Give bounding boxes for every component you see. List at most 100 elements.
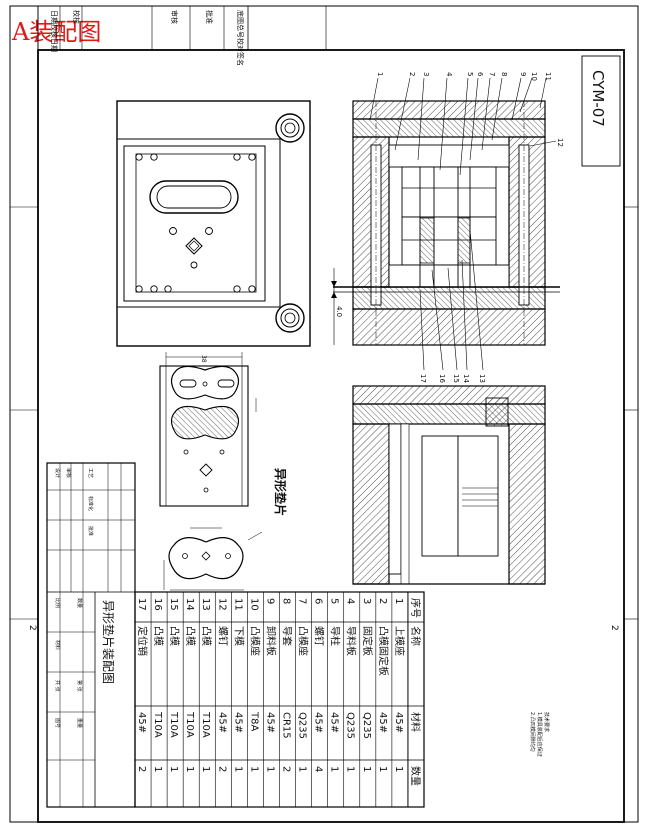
title-cell: 共 张 [54,680,61,692]
bom-cell-name: 凸模 [168,626,180,646]
bom-cell-name: 螺钉 [216,626,228,646]
bom-cell-qty: 1 [264,766,275,772]
bom-cell-no: 14 [184,598,195,611]
leader-number: 3 [422,72,430,76]
strip-width-dim: 38 [200,355,207,363]
leader-number: 16 [438,374,446,383]
bom-cell-qty: 4 [313,766,324,772]
bom-cell-no: 1 [393,598,404,604]
stamp-cell: 批准 [205,10,214,24]
leader-number: 6 [476,72,484,77]
bom-cell-no: 6 [313,598,324,604]
bom-cell-qty: 1 [248,766,259,772]
bom-cell-no: 5 [329,598,340,604]
bom-header-no: 序号 [409,598,422,618]
leader-number: 14 [462,374,470,383]
bom-cell-name: 上模座 [393,626,406,656]
bom-cell-name: 固定板 [361,626,374,656]
bom-cell-no: 8 [281,598,292,604]
bom-cell-material: Q235 [345,712,356,739]
zone-mark-right: 2 [609,625,619,631]
bom-cell-material: T10A [152,711,163,738]
bom-cell-material: 45# [329,712,340,733]
bom-cell-no: 16 [152,598,163,611]
note-line: 2.凸凹模间隙均匀 [529,712,536,752]
bom-cell-name: 凸模固定板 [377,626,390,676]
bom-cell-material: 45# [313,712,324,733]
bom-cell-material: CR15 [281,712,292,739]
bom-cell-material: 45# [393,712,404,733]
bom-cell-no: 12 [216,598,227,611]
stamp-cell: 底图总号校对签名 [236,10,245,66]
title-cell: 比例 [54,598,61,608]
bom-cell-name: 凸模座 [297,626,310,656]
leader-number: 8 [500,72,508,76]
bom-cell-material: T10A [168,711,179,738]
bom-cell-no: 2 [377,598,388,604]
leader-numbers: 1 2 3 4 5 6 7 8 9 10 11 12 17 16 15 14 1… [335,72,564,383]
leader-number: 10 [530,72,538,81]
bom-cell-qty: 2 [281,766,292,772]
bom-cell-qty: 2 [136,766,147,772]
strip-layout [159,352,257,507]
leader-number: 12 [556,138,564,147]
die-height-dim: 4.0 [335,306,343,317]
title-cell: 标准化 [87,496,94,511]
bom-cell-no: 11 [232,598,243,611]
part-drawing-title: 异形垫片 [273,468,288,516]
bom-grid [134,592,409,807]
bom-cell-material: Q235 [361,712,372,739]
bom-cell-no: 9 [264,598,275,604]
title-cell: 第 张 [76,680,83,692]
bom-cell-name: 凸模座 [248,626,261,656]
leader-number: 4 [445,72,453,77]
bom-cell-material: 45# [216,712,227,733]
leader-number: 13 [478,374,486,383]
title-cell: 重量 [76,718,83,728]
stamp-cell: 日期校核日期 [50,10,59,52]
bom-cell-no: 10 [248,598,259,611]
bom-cell-qty: 1 [184,766,195,772]
title-cell: 数量 [76,598,83,608]
bom-cell-name: 导柱 [329,626,342,646]
bom-cell-material: 45# [136,712,147,733]
title-cell: 工艺 [87,468,93,478]
bom-cell-no: 13 [200,598,211,611]
bom-cell-material: 45# [377,712,388,733]
bom-cell-material: T8A [248,711,259,731]
leader-number: 11 [544,72,552,81]
front-section-view [331,77,560,371]
title-cell: 设计 [54,468,61,478]
bom-cell-name: 下模 [232,626,244,646]
bom-cell-qty: 1 [377,766,388,772]
title-cell: 图号 [54,718,60,728]
bom-cell-qty: 1 [329,766,340,772]
bom-header-material: 材料 [409,712,422,732]
bom-cell-qty: 2 [216,766,227,772]
drawing-code-box: CYM-07 [581,55,621,167]
stamp-cell: 校核 [72,10,81,24]
bom-cell-name: 导料板 [345,626,358,656]
drawing-code: CYM-07 [589,70,607,127]
part-drawing [163,527,263,591]
drawing-title: 异形垫片装配图 [101,600,116,684]
bom-text: 序号名称材料数量1上模座45#12凸模固定板45#13固定板Q23514导料板Q… [136,598,422,786]
bom-cell-no: 3 [361,598,372,604]
note-line: 1.模具装配后应保证 [536,712,543,757]
bom-cell-name: 定位销 [136,626,149,656]
leader-number: 7 [488,72,496,76]
title-block [46,462,136,808]
title-block-cells: 设计 审核 工艺 标准化 批准 比例 数量 材料 共 张 第 张 图号 重量 [54,468,94,728]
bom-cell-no: 17 [136,598,147,611]
top-plan-view [116,100,311,347]
bom-cell-name: 凸模 [152,626,164,646]
note-line: 技术要求 [543,712,550,732]
zone-mark-left: 2 [27,625,37,631]
bom-cell-name: 卸料板 [264,626,277,656]
leader-number: 9 [519,72,527,76]
bom-cell-qty: 1 [232,766,243,772]
bom-cell-no: 4 [345,598,356,604]
side-section-view [352,385,546,585]
bom-cell-qty: 1 [152,766,163,772]
